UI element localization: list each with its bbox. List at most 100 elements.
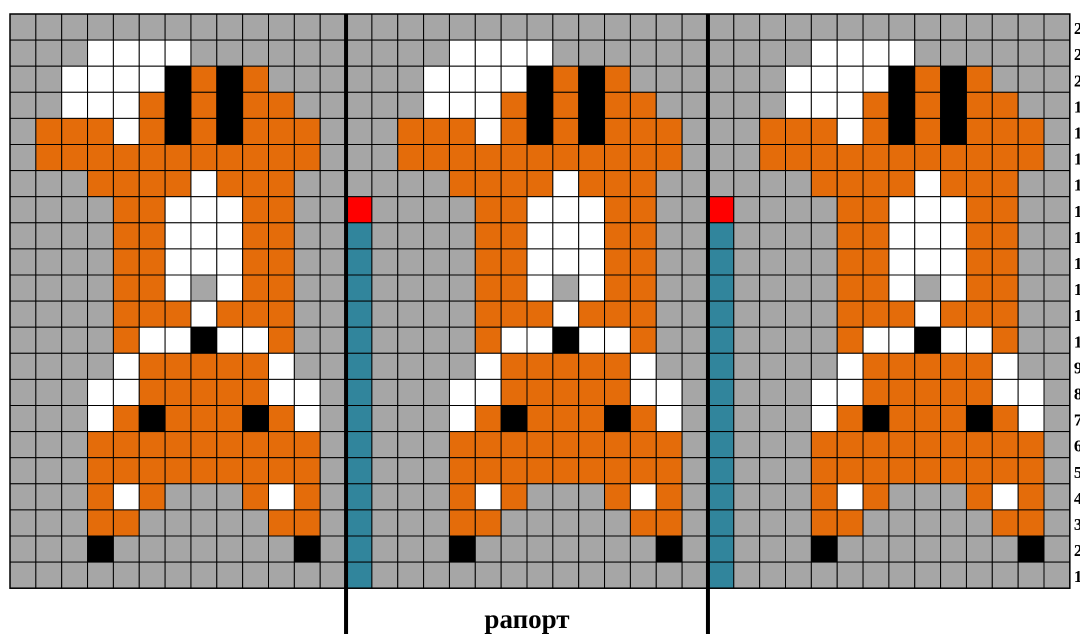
chart-cell <box>398 223 424 249</box>
chart-cell <box>966 145 992 171</box>
chart-cell <box>915 379 941 405</box>
chart-cell <box>1044 197 1070 223</box>
chart-cell <box>760 510 786 536</box>
chart-cell <box>372 484 398 510</box>
chart-cell <box>294 66 320 92</box>
chart-cell <box>36 406 62 432</box>
chart-cell <box>811 379 837 405</box>
chart-cell <box>915 510 941 536</box>
chart-cell <box>475 327 501 353</box>
chart-cell <box>88 562 114 588</box>
chart-cell <box>449 171 475 197</box>
chart-cell <box>708 275 734 301</box>
chart-cell <box>863 458 889 484</box>
chart-cell <box>1044 484 1070 510</box>
chart-cell <box>915 66 941 92</box>
chart-cell <box>424 484 450 510</box>
chart-cell <box>139 301 165 327</box>
chart-cell <box>217 484 243 510</box>
chart-cell <box>62 171 88 197</box>
chart-cell <box>889 40 915 66</box>
chart-cell <box>449 249 475 275</box>
chart-cell <box>553 92 579 118</box>
chart-cell <box>88 249 114 275</box>
chart-cell <box>372 275 398 301</box>
chart-cell <box>605 301 631 327</box>
chart-cell <box>811 197 837 223</box>
chart-cell <box>294 510 320 536</box>
chart-cell <box>165 301 191 327</box>
chart-cell <box>372 40 398 66</box>
chart-cell <box>605 92 631 118</box>
chart-cell <box>837 562 863 588</box>
chart-cell <box>760 118 786 144</box>
chart-cell <box>320 510 346 536</box>
chart-cell <box>1018 327 1044 353</box>
chart-cell <box>682 510 708 536</box>
chart-cell <box>786 379 812 405</box>
chart-cell <box>553 562 579 588</box>
chart-cell <box>10 301 36 327</box>
row-number: 2 <box>1074 541 1080 560</box>
chart-cell <box>708 484 734 510</box>
chart-cell <box>191 14 217 40</box>
chart-cell <box>165 223 191 249</box>
chart-cell <box>656 171 682 197</box>
chart-cell <box>786 14 812 40</box>
chart-cell <box>553 536 579 562</box>
chart-cell <box>630 223 656 249</box>
chart-cell <box>372 353 398 379</box>
chart-cell <box>424 223 450 249</box>
chart-cell <box>941 562 967 588</box>
chart-cell <box>62 510 88 536</box>
chart-cell <box>191 145 217 171</box>
row-number: 12 <box>1074 280 1080 299</box>
chart-cell <box>786 536 812 562</box>
chart-cell <box>1044 458 1070 484</box>
chart-cell <box>527 432 553 458</box>
chart-cell <box>760 562 786 588</box>
chart-cell <box>191 249 217 275</box>
chart-cell <box>346 458 372 484</box>
chart-cell <box>113 66 139 92</box>
chart-cell <box>294 379 320 405</box>
chart-cell <box>475 249 501 275</box>
chart-cell <box>1018 301 1044 327</box>
chart-cell <box>88 118 114 144</box>
chart-cell <box>1044 145 1070 171</box>
row-number: 3 <box>1074 515 1080 534</box>
chart-cell <box>656 40 682 66</box>
chart-cell <box>966 40 992 66</box>
chart-cell <box>191 66 217 92</box>
chart-cell <box>398 249 424 275</box>
chart-cell <box>630 14 656 40</box>
chart-cell <box>992 249 1018 275</box>
chart-cell <box>113 223 139 249</box>
chart-cell <box>1044 327 1070 353</box>
chart-cell <box>139 118 165 144</box>
chart-cell <box>113 327 139 353</box>
row-number: 10 <box>1074 332 1080 351</box>
chart-cell <box>966 118 992 144</box>
chart-cell <box>889 562 915 588</box>
chart-cell <box>1044 432 1070 458</box>
chart-cell <box>682 458 708 484</box>
chart-cell <box>294 536 320 562</box>
chart-cell <box>36 353 62 379</box>
chart-cell <box>992 510 1018 536</box>
chart-cell <box>941 171 967 197</box>
chart-cell <box>320 379 346 405</box>
chart-cell <box>682 66 708 92</box>
chart-cell <box>191 197 217 223</box>
chart-cell <box>449 275 475 301</box>
chart-cell <box>1018 379 1044 405</box>
chart-cell <box>605 40 631 66</box>
chart-cell <box>501 14 527 40</box>
chart-cell <box>398 562 424 588</box>
chart-cell <box>553 458 579 484</box>
chart-cell <box>1018 275 1044 301</box>
chart-cell <box>966 484 992 510</box>
chart-cell <box>863 353 889 379</box>
chart-cell <box>113 275 139 301</box>
chart-cell <box>863 40 889 66</box>
